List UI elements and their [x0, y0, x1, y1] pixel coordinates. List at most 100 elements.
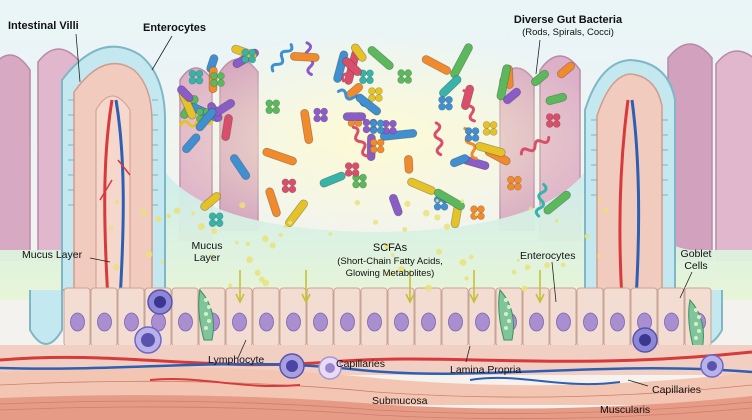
scfa-dot — [239, 202, 246, 209]
mucus-layer-band — [0, 140, 752, 300]
scfa-dot — [262, 235, 269, 243]
scfa-dot — [173, 207, 181, 214]
scfa-dot — [511, 269, 517, 275]
scfa-dot — [228, 283, 233, 288]
scfa-dot — [108, 226, 114, 231]
goblet-cell — [198, 288, 214, 341]
label-bacteria-subtitle: (Rods, Spirals, Cocci) — [522, 27, 614, 38]
scfa-dot — [544, 262, 551, 269]
label-lamina-propria: Lamina Propria — [450, 364, 522, 376]
scfa-dot — [521, 285, 528, 292]
enterocyte-cell — [360, 287, 388, 347]
scfa-dot — [597, 198, 602, 203]
scfa-arrow — [301, 270, 311, 304]
rod-bacterium — [300, 108, 314, 145]
scfa-dot — [210, 254, 214, 258]
label-scfa-subtitle-2: Glowing Metabolites) — [345, 268, 435, 279]
scfa-dot — [422, 209, 430, 217]
scfa-dot — [262, 279, 270, 287]
label-goblet-1: Goblet — [680, 248, 712, 260]
scfa-dot — [191, 211, 195, 216]
scfa-dot — [146, 251, 153, 258]
label-mucus-layer-center-2: Layer — [193, 252, 221, 264]
scfa-particles — [108, 198, 609, 304]
scfa-dot — [160, 259, 165, 264]
scfa-dot — [524, 264, 531, 271]
spiral-bacterium — [534, 182, 548, 218]
rod-bacterium — [404, 154, 414, 174]
scfa-dot — [283, 224, 288, 229]
scfa-dot — [354, 200, 361, 206]
cocci-cluster — [369, 138, 385, 154]
scfa-dot — [328, 232, 333, 236]
rod-bacterium — [450, 43, 473, 79]
rod-bacterium — [496, 64, 512, 101]
left-crypt — [29, 290, 63, 345]
cocci-cluster — [507, 175, 522, 191]
label-capillaries-right: Capillaries — [652, 384, 702, 396]
enterocyte-cell — [441, 287, 469, 347]
rod-bacterium — [545, 92, 568, 106]
scfa-dot — [115, 200, 120, 205]
rod-bacterium — [379, 128, 418, 141]
leader-lines — [75, 33, 693, 387]
rod-bacterium — [342, 112, 367, 122]
rod-bacterium — [195, 107, 217, 132]
scfa-dot — [384, 243, 391, 250]
immune-cells — [134, 289, 724, 380]
rod-bacterium — [557, 61, 575, 79]
enterocyte-cell — [252, 287, 280, 347]
muscle-fibers — [0, 380, 752, 420]
scfa-arrow — [535, 270, 545, 304]
enterocyte-cell — [63, 287, 91, 347]
cocci-cluster — [188, 69, 204, 85]
scfa-dot — [516, 258, 520, 262]
scfa-dot — [584, 233, 590, 239]
rod-bacterium — [439, 75, 462, 98]
enterocyte-cell — [171, 287, 199, 347]
scfa-dot — [436, 248, 443, 255]
scfa-dot — [443, 223, 451, 230]
cocci-cluster — [438, 95, 453, 111]
enterocyte-cell — [306, 287, 334, 347]
scfa-dot — [269, 242, 276, 249]
cocci-cluster — [313, 107, 328, 123]
scfa-dot — [528, 206, 533, 211]
rod-bacterium — [388, 193, 403, 217]
enterocyte-cell — [225, 287, 253, 347]
cocci-cluster — [265, 99, 281, 115]
label-mucus-layer-left: Mucus Layer — [22, 249, 83, 261]
scfa-dot — [554, 218, 559, 223]
rod-bacterium — [289, 51, 320, 62]
scfa-dot — [603, 207, 609, 213]
epithelium-row — [63, 287, 712, 351]
scfa-dot — [140, 208, 146, 215]
rod-bacterium — [342, 57, 362, 77]
rod-bacterium — [200, 191, 222, 211]
scfa-dot — [235, 240, 239, 245]
label-capillaries-center: Capillaries — [336, 358, 386, 370]
cocci-cluster — [208, 212, 224, 228]
label-scfa-title: SCFAs — [372, 242, 408, 254]
cocci-cluster — [382, 119, 397, 135]
cocci-cluster — [281, 178, 297, 194]
rod-bacterium — [350, 43, 367, 62]
enterocyte-cell — [333, 287, 361, 347]
scfa-dot — [246, 256, 253, 264]
scfa-dot — [434, 214, 441, 221]
scfa-dot — [288, 220, 293, 225]
rod-bacterium — [229, 154, 251, 180]
scfa-dot — [391, 253, 395, 257]
enterocyte-cell — [576, 287, 604, 347]
rod-bacterium — [221, 114, 233, 141]
spiral-bacterium — [433, 121, 444, 157]
scfa-dot — [435, 199, 439, 203]
scfa-arrow — [469, 270, 479, 304]
label-submucosa: Submucosa — [372, 395, 428, 407]
rod-bacterium — [449, 154, 470, 168]
scfa-dot — [113, 263, 120, 271]
scfa-dot — [404, 200, 411, 207]
scfa-dot — [245, 241, 250, 247]
